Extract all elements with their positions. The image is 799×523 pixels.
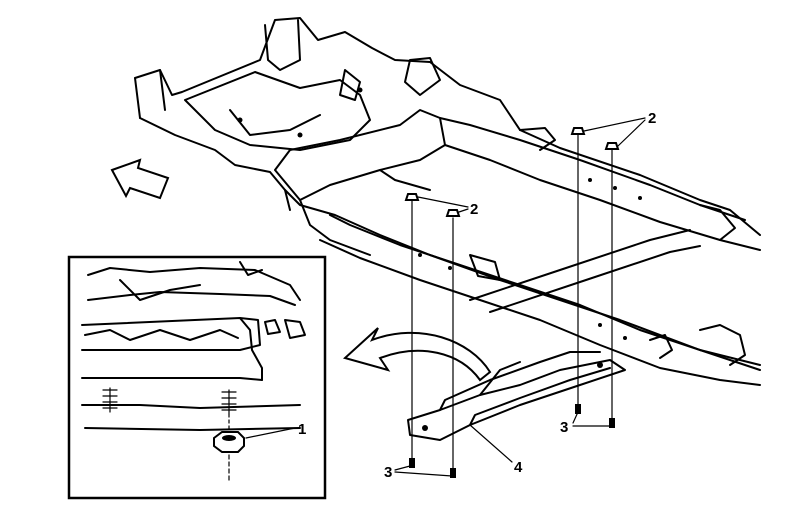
bolt-guide-lines <box>411 134 613 471</box>
nut-icon-group <box>404 127 620 217</box>
callout-label-4: 4 <box>514 459 523 476</box>
stud-icon <box>102 387 237 415</box>
leader-lines <box>394 117 646 477</box>
inset-detail-view <box>67 255 327 500</box>
callout-label-2-upper: 2 <box>648 110 656 127</box>
callout-label-2-lower: 2 <box>470 201 478 218</box>
vehicle-frame <box>134 17 761 386</box>
bolt-icon-group <box>409 404 615 478</box>
callout-label-3-left: 3 <box>384 464 392 481</box>
nut-detail-icon <box>213 413 245 481</box>
front-direction-arrow <box>110 158 170 200</box>
transmission-support-part <box>407 351 626 441</box>
removal-arrow <box>342 327 492 382</box>
callout-label-1: 1 <box>298 421 306 438</box>
callout-label-3-right: 3 <box>560 419 568 436</box>
